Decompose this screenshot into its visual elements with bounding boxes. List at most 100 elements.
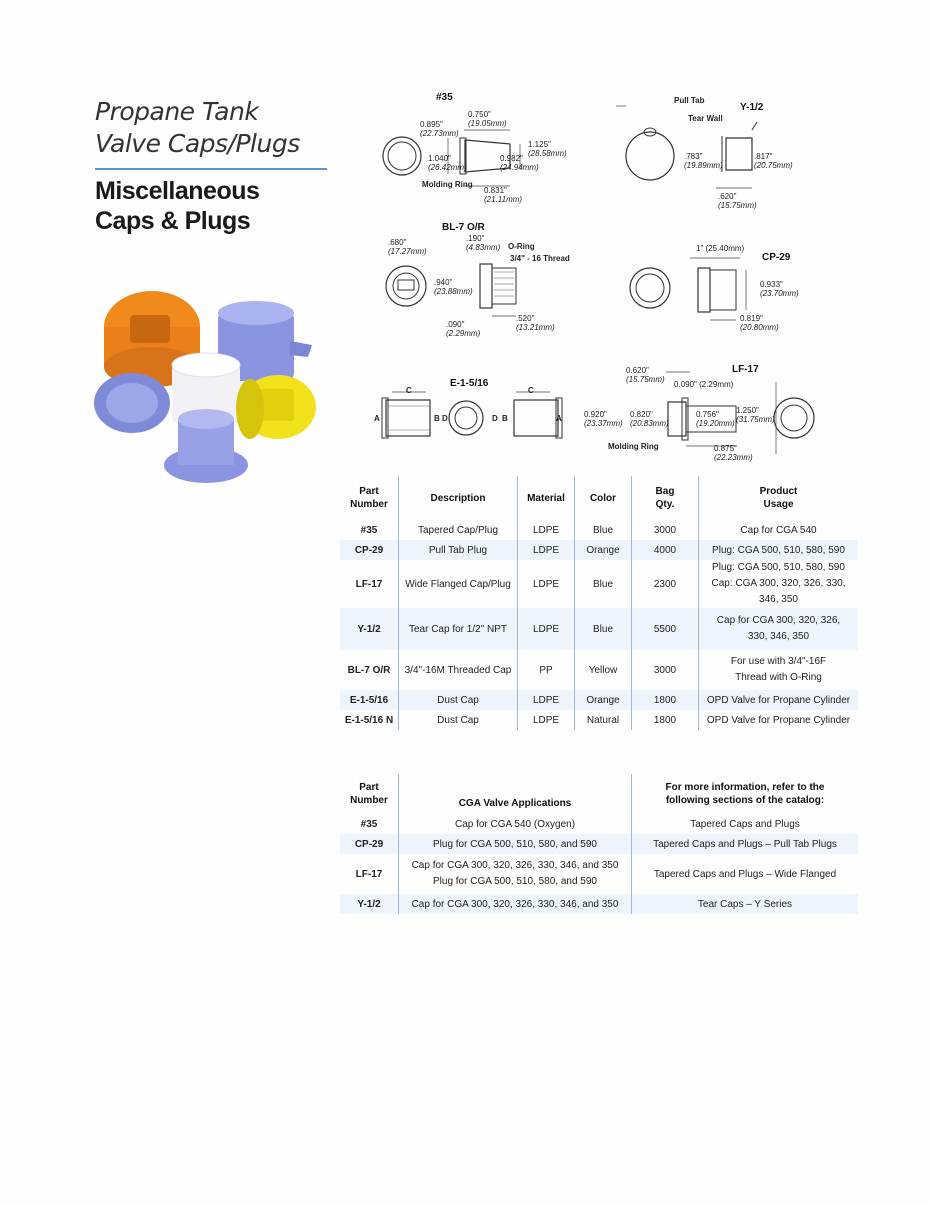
- cell-catalog-section: Tapered Caps and Plugs – Wide Flanged: [631, 854, 858, 894]
- diagram-e1-d-right: D: [492, 414, 498, 423]
- col-part-number: Part Number: [350, 486, 388, 510]
- cell-material: LDPE: [517, 540, 575, 560]
- cell-description: Tapered Cap/Plug: [398, 520, 518, 540]
- diagram-bl7-oring: O-Ring: [508, 242, 535, 251]
- page-title-line-1: Propane Tank: [95, 97, 259, 126]
- diagram-bl7: BL-7 O/R .680"(17.27mm) .190"(4.83mm) O-…: [380, 220, 580, 340]
- table-row: #35 Tapered Cap/Plug LDPE Blue 3000 Cap …: [340, 520, 858, 540]
- diagram-bl7-dim-2: .190"(4.83mm): [466, 234, 501, 252]
- diagram-e1-c-left: C: [406, 386, 412, 395]
- table-row: LF-17 Cap for CGA 300, 320, 326, 330, 34…: [340, 854, 858, 894]
- cell-color: Natural: [574, 710, 632, 730]
- diagram-35: #35 0.750"(19.05mm) 0.895"(22.73mm) 1.12…: [380, 90, 567, 205]
- cga-applications-table: Part Number CGA Valve Applications For m…: [340, 774, 858, 914]
- table-row: Y-1/2 Tear Cap for 1/2" NPT LDPE Blue 55…: [340, 608, 858, 650]
- cell-bag-qty: 5500: [631, 608, 699, 650]
- cell-usage: Plug: CGA 500, 510, 580, 590: [698, 540, 858, 560]
- col-more-information: For more information, refer to the follo…: [631, 774, 858, 814]
- natural-cap-image: [171, 352, 241, 423]
- cell-description: Pull Tab Plug: [398, 540, 518, 560]
- diagram-lf17-dim-3: 0.920"(23.37mm): [584, 410, 623, 428]
- cell-part: Y-1/2: [340, 608, 399, 650]
- cell-usage: OPD Valve for Propane Cylinder: [698, 690, 858, 710]
- cell-color: Blue: [574, 520, 632, 540]
- diagram-bl7-dim-5: .090"(2.29mm): [446, 320, 481, 338]
- diagram-35-drawing: [382, 129, 521, 187]
- cell-part: LF-17: [355, 578, 383, 590]
- diagram-35-dim-1: 0.750"(19.05mm): [468, 110, 507, 128]
- diagram-e1: C E-1-5/16 C A B D D B A: [368, 374, 568, 444]
- diagram-e1-b-right: B: [502, 414, 508, 423]
- cell-color: Yellow: [574, 650, 632, 690]
- yellow-plug-image: [236, 375, 316, 439]
- table-row: CP-29 Plug for CGA 500, 510, 580, and 59…: [340, 834, 858, 854]
- diagram-y12-drawing: [616, 105, 758, 189]
- cell-part: LF-17: [355, 868, 383, 880]
- table-row: #35 Cap for CGA 540 (Oxygen) Tapered Cap…: [340, 814, 858, 834]
- cell-bag-qty: 3000: [631, 650, 699, 690]
- cell-part: E-1-5/16: [340, 690, 399, 710]
- cell-usage: OPD Valve for Propane Cylinder: [698, 710, 858, 730]
- cell-bag-qty: 3000: [631, 520, 699, 540]
- cell-part: #35: [360, 818, 378, 830]
- diagram-lf17-dim-7: 0.875"(22.23mm): [714, 444, 753, 462]
- table-row: E-1-5/16 N Dust Cap LDPE Natural 1800 OP…: [340, 710, 858, 730]
- diagram-cp29-dim-2: 0.933"(23.70mm): [760, 280, 799, 298]
- page-title-line-2: Valve Caps/Plugs: [95, 129, 300, 158]
- cell-application: Cap for CGA 300, 320, 326, 330, 346, and…: [398, 894, 632, 914]
- cell-usage: Cap for CGA 300, 320, 326, 330, 346, 350: [698, 608, 858, 650]
- cell-part: #35: [360, 524, 378, 536]
- cell-color: Blue: [574, 560, 632, 608]
- section-title-line-2: Caps & Plugs: [95, 207, 251, 235]
- diagram-e1-title: E-1-5/16: [450, 378, 489, 389]
- diagram-lf17-dim-5: 0.756"(19.20mm): [696, 410, 735, 428]
- diagram-35-dim-3: 1.125"(28.58mm): [528, 140, 567, 158]
- diagram-35-title: #35: [436, 92, 453, 103]
- diagram-35-dim-6: 0.831"(21.11mm): [484, 186, 523, 204]
- blue-cap-left-image: [94, 373, 170, 433]
- col-cga-applications: CGA Valve Applications: [398, 774, 632, 814]
- cell-description: Tear Cap for 1/2" NPT: [398, 608, 518, 650]
- title-divider: [95, 168, 327, 170]
- col-color: Color: [574, 476, 632, 520]
- diagram-y12-dim-1: .783"(19.89mm): [684, 152, 723, 170]
- diagram-cp29-dim-1: 1" (25.40mm): [696, 244, 745, 253]
- cell-part: CP-29: [340, 540, 399, 560]
- diagram-e1-c-right: C: [528, 386, 534, 395]
- cell-application: Cap for CGA 300, 320, 326, 330, 346, and…: [398, 854, 632, 894]
- cell-catalog-section: Tapered Caps and Plugs: [631, 814, 858, 834]
- diagram-35-dim-5: 0.982"(24.94mm): [500, 154, 539, 172]
- cell-color: Orange: [574, 690, 632, 710]
- cell-material: LDPE: [517, 520, 575, 540]
- cell-bag-qty: 1800: [631, 690, 699, 710]
- col-description: Description: [398, 476, 518, 520]
- cell-description: Dust Cap: [398, 710, 518, 730]
- cell-application: Plug for CGA 500, 510, 580, and 590: [398, 834, 632, 854]
- diagram-cp29: 1" (25.40mm) CP-29 0.933"(23.70mm) 0.819…: [620, 240, 820, 335]
- diagram-bl7-dim-3: .940"(23.88mm): [434, 278, 473, 296]
- cell-part: E-1-5/16 N: [344, 714, 394, 726]
- diagram-y12-tear-wall: Tear Wall: [688, 114, 723, 123]
- diagram-lf17-dim-4: 0.820"(20.83mm): [630, 410, 669, 428]
- product-photo: [94, 291, 316, 483]
- diagram-35-dim-2: 0.895"(22.73mm): [420, 120, 459, 138]
- table-row: CP-29 Pull Tab Plug LDPE Orange 4000 Plu…: [340, 540, 858, 560]
- diagram-bl7-title: BL-7 O/R: [442, 222, 485, 233]
- diagram-y12-title: Y-1/2: [740, 102, 764, 113]
- cell-bag-qty: 2300: [631, 560, 699, 608]
- cell-material: LDPE: [517, 608, 575, 650]
- cell-color: Orange: [574, 540, 632, 560]
- diagram-lf17: 0.620"(15.75mm) LF-17 0.090" (2.29mm) 0.…: [582, 362, 827, 462]
- cell-part: Y-1/2: [340, 894, 399, 914]
- cell-description: 3/4"-16M Threaded Cap: [398, 650, 518, 690]
- table-row: Y-1/2 Cap for CGA 300, 320, 326, 330, 34…: [340, 894, 858, 914]
- diagram-cp29-dim-3: 0.819"(20.80mm): [740, 314, 779, 332]
- diagram-bl7-dim-4: .520"(13.21mm): [516, 314, 555, 332]
- cell-part: CP-29: [340, 834, 399, 854]
- diagram-e1-a-left: A: [374, 414, 380, 423]
- cell-material: PP: [517, 650, 575, 690]
- cell-application: Cap for CGA 540 (Oxygen): [398, 814, 632, 834]
- cell-material: LDPE: [517, 710, 575, 730]
- diagram-bl7-dim-1: .680"(17.27mm): [388, 238, 427, 256]
- diagram-cp29-title: CP-29: [762, 252, 791, 263]
